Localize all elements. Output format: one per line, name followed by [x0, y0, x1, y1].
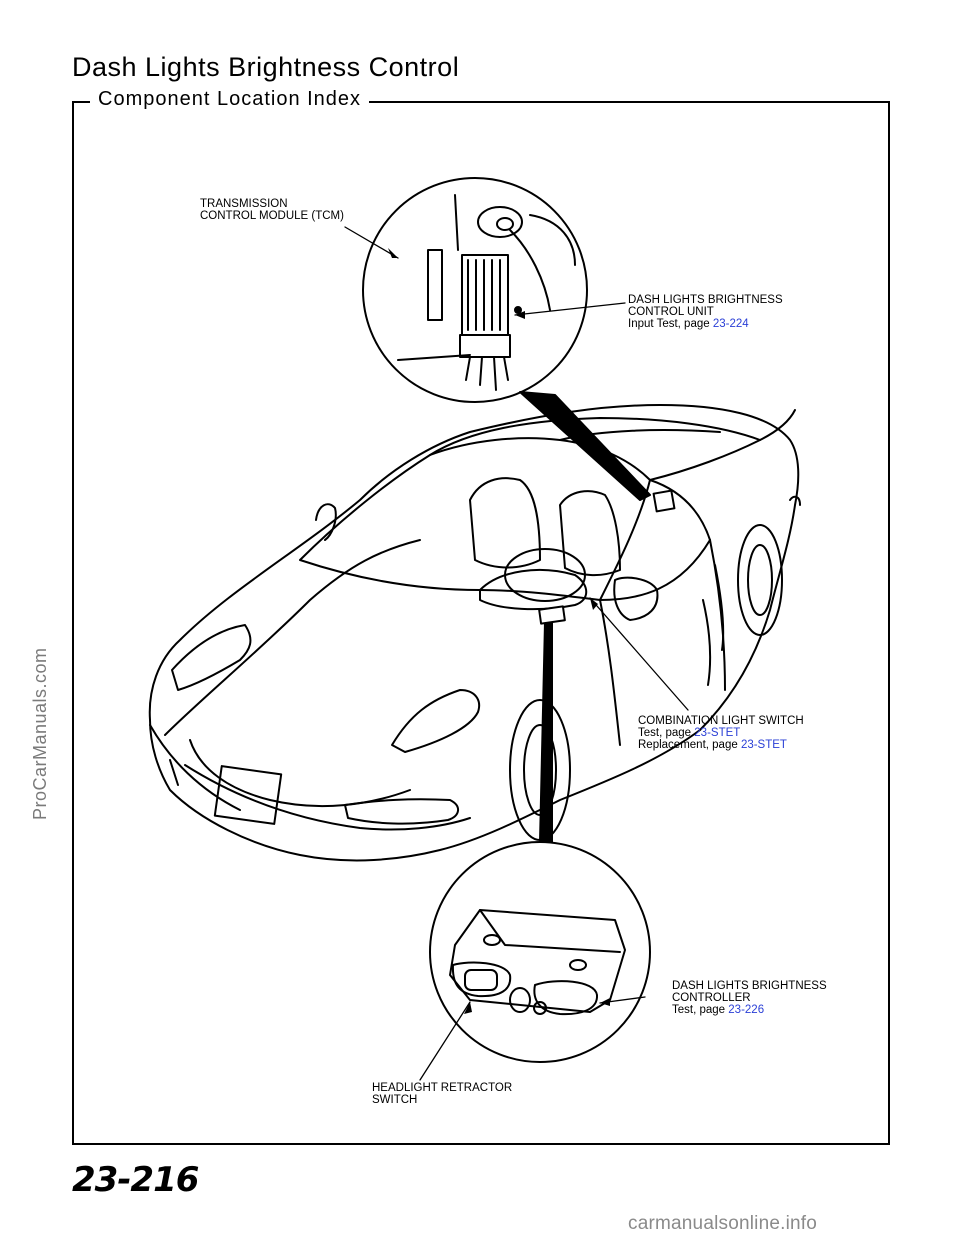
- callout-control-unit: DASH LIGHTS BRIGHTNESS CONTROL UNIT Inpu…: [628, 294, 783, 330]
- callout-combination-switch-test-link[interactable]: 23-STET: [694, 727, 741, 739]
- callout-tcm-line2: CONTROL MODULE (TCM): [200, 210, 344, 222]
- callout-controller-line1: DASH LIGHTS BRIGHTNESS: [672, 980, 827, 992]
- callout-combination-switch-line1: COMBINATION LIGHT SWITCH: [638, 715, 804, 727]
- footer-watermark[interactable]: carmanualsonline.info: [628, 1213, 818, 1234]
- leader-combination-switch: [589, 597, 689, 711]
- callout-control-unit-test-label: Input Test, page: [628, 318, 710, 330]
- detail-circle-top: [362, 177, 588, 403]
- diagram-frame: [72, 101, 890, 1145]
- page-number: 23-216: [72, 1160, 199, 1200]
- callout-controller-line2: CONTROLLER: [672, 992, 751, 1004]
- page-title: Dash Lights Brightness Control: [72, 52, 460, 82]
- bottom-wedge: [539, 621, 553, 843]
- callout-controller-test-link[interactable]: 23-226: [728, 1004, 765, 1016]
- callout-headlight-switch-line1: HEADLIGHT RETRACTOR: [372, 1082, 513, 1094]
- leader-control-unit: [514, 302, 626, 316]
- callout-combination-switch: COMBINATION LIGHT SWITCH Test, page 23-S…: [638, 715, 804, 751]
- callout-controller: DASH LIGHTS BRIGHTNESS CONTROLLER Test, …: [672, 980, 827, 1016]
- top-wedge: [519, 391, 651, 501]
- detail-circle-bottom: [429, 841, 651, 1063]
- callout-tcm-line1: TRANSMISSION: [200, 198, 288, 210]
- callout-controller-test-label: Test, page: [672, 1004, 726, 1016]
- callout-control-unit-line1: DASH LIGHTS BRIGHTNESS: [628, 294, 783, 306]
- callout-control-unit-line2: CONTROL UNIT: [628, 306, 714, 318]
- callout-combination-switch-replacement-link[interactable]: 23-STET: [740, 739, 787, 751]
- car-body-outline: [148, 404, 801, 862]
- section-label: Component Location Index: [90, 88, 370, 111]
- leader-headlight-switch: [419, 1001, 471, 1081]
- callout-headlight-switch-line2: SWITCH: [372, 1094, 418, 1106]
- callout-headlight-switch: HEADLIGHT RETRACTOR SWITCH: [372, 1082, 512, 1106]
- leader-tcm: [344, 226, 399, 259]
- callout-control-unit-test-link[interactable]: 23-224: [712, 318, 749, 330]
- callout-combination-switch-replacement-label: Replacement, page: [638, 739, 738, 751]
- callout-tcm: TRANSMISSION CONTROL MODULE (TCM): [200, 198, 344, 222]
- callout-combination-switch-test-label: Test, page: [638, 727, 692, 739]
- side-watermark: ProCarManuals.com: [30, 647, 50, 820]
